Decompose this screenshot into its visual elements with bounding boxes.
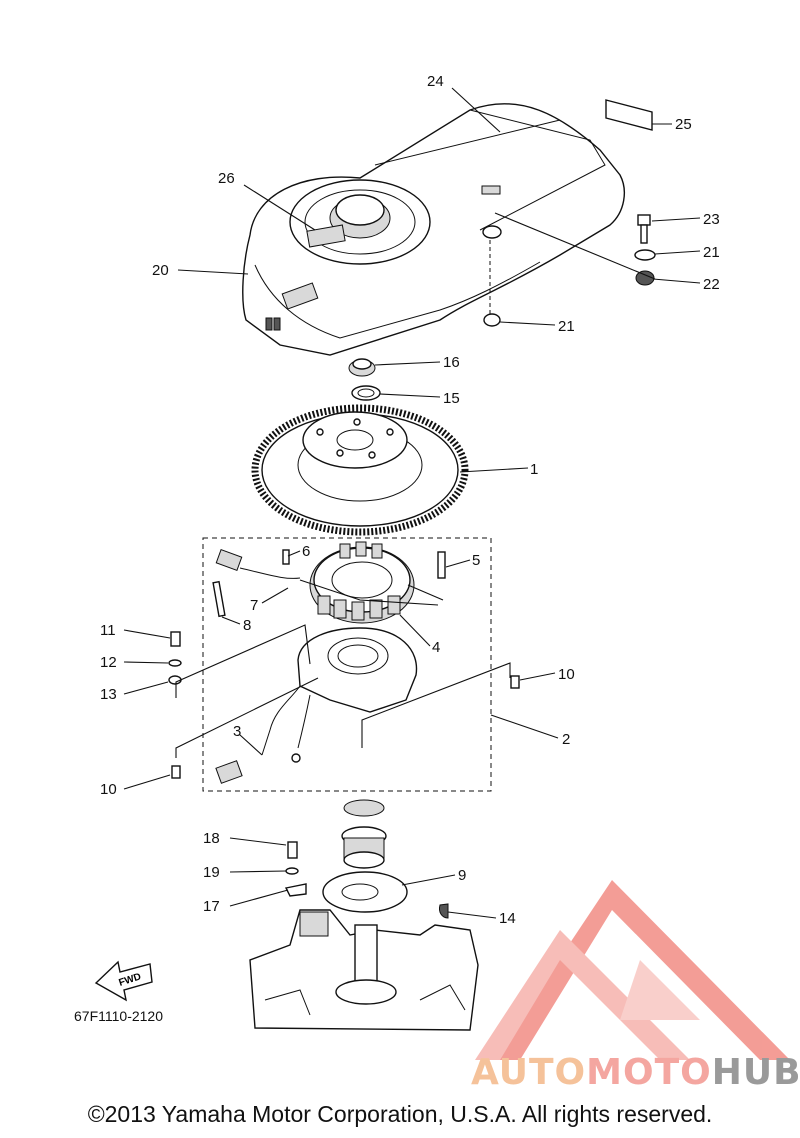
callout-2: 2 <box>562 731 570 748</box>
screw-6 <box>282 549 290 565</box>
callout-5: 5 <box>472 552 480 569</box>
flywheel-cover <box>242 103 626 356</box>
callout-15: 15 <box>443 390 460 407</box>
bolt-18 <box>287 841 298 859</box>
callout-1: 1 <box>530 461 538 478</box>
grommet-21-lower <box>483 313 501 327</box>
callout-8: 8 <box>243 617 251 634</box>
callout-labels: 24 25 26 20 23 21 22 21 16 15 1 6 5 7 8 … <box>100 73 720 927</box>
callout-4: 4 <box>432 639 440 656</box>
dowel-10b <box>171 765 181 779</box>
callout-3: 3 <box>233 723 241 740</box>
dowel-10a <box>510 675 520 689</box>
assembly-box-2 <box>202 537 492 792</box>
callout-9: 9 <box>458 867 466 884</box>
washer-19 <box>285 867 299 875</box>
pulser-coil <box>212 549 301 618</box>
callout-26: 26 <box>218 170 235 187</box>
gear-sleeve <box>341 799 387 869</box>
watermark-moto: MOTO <box>586 1052 712 1093</box>
nut-16 <box>348 358 376 377</box>
diagram-part-code: 67F1110-2120 <box>74 1008 163 1024</box>
crankcase <box>249 909 479 1031</box>
plate-9 <box>322 871 408 913</box>
watermark-hub: HUB <box>711 1052 800 1093</box>
clamp-17 <box>284 883 307 897</box>
callout-7: 7 <box>250 597 258 614</box>
callout-23: 23 <box>703 211 720 228</box>
callout-11: 11 <box>100 622 116 639</box>
leader-lines <box>123 87 701 919</box>
flywheel <box>251 404 469 536</box>
callout-22: 22 <box>703 276 720 293</box>
washer-15 <box>351 385 381 401</box>
decal-25 <box>605 99 653 131</box>
copyright-notice: ©2013 Yamaha Motor Corporation, U.S.A. A… <box>87 1101 713 1127</box>
callout-20: 20 <box>152 262 169 279</box>
callout-19: 19 <box>203 864 220 881</box>
washer-21 <box>634 249 656 261</box>
bolt-11 <box>170 631 181 647</box>
callout-21a: 21 <box>703 244 720 261</box>
callout-14: 14 <box>499 910 516 927</box>
watermark-auto: AUTO <box>471 1052 587 1093</box>
callout-17: 17 <box>203 898 220 915</box>
bolt-23 <box>637 214 651 244</box>
callout-16: 16 <box>443 354 460 371</box>
callout-25: 25 <box>675 116 692 133</box>
callout-10b: 10 <box>100 781 117 798</box>
watermark-logo <box>475 880 790 1060</box>
screw-5 <box>437 551 446 579</box>
callout-12: 12 <box>100 654 117 671</box>
key-14 <box>439 903 449 919</box>
callout-24: 24 <box>427 73 444 90</box>
forward-arrow-icon: FWD <box>94 960 153 1002</box>
base-plate <box>215 627 418 784</box>
callout-6: 6 <box>302 543 310 560</box>
washer-12 <box>168 659 182 667</box>
callout-10a: 10 <box>558 666 575 683</box>
callout-21b: 21 <box>558 318 575 335</box>
callout-18: 18 <box>203 830 220 847</box>
callout-13: 13 <box>100 686 117 703</box>
stator <box>309 541 415 624</box>
watermark-brand: AUTOMOTOHUB <box>471 1052 800 1093</box>
